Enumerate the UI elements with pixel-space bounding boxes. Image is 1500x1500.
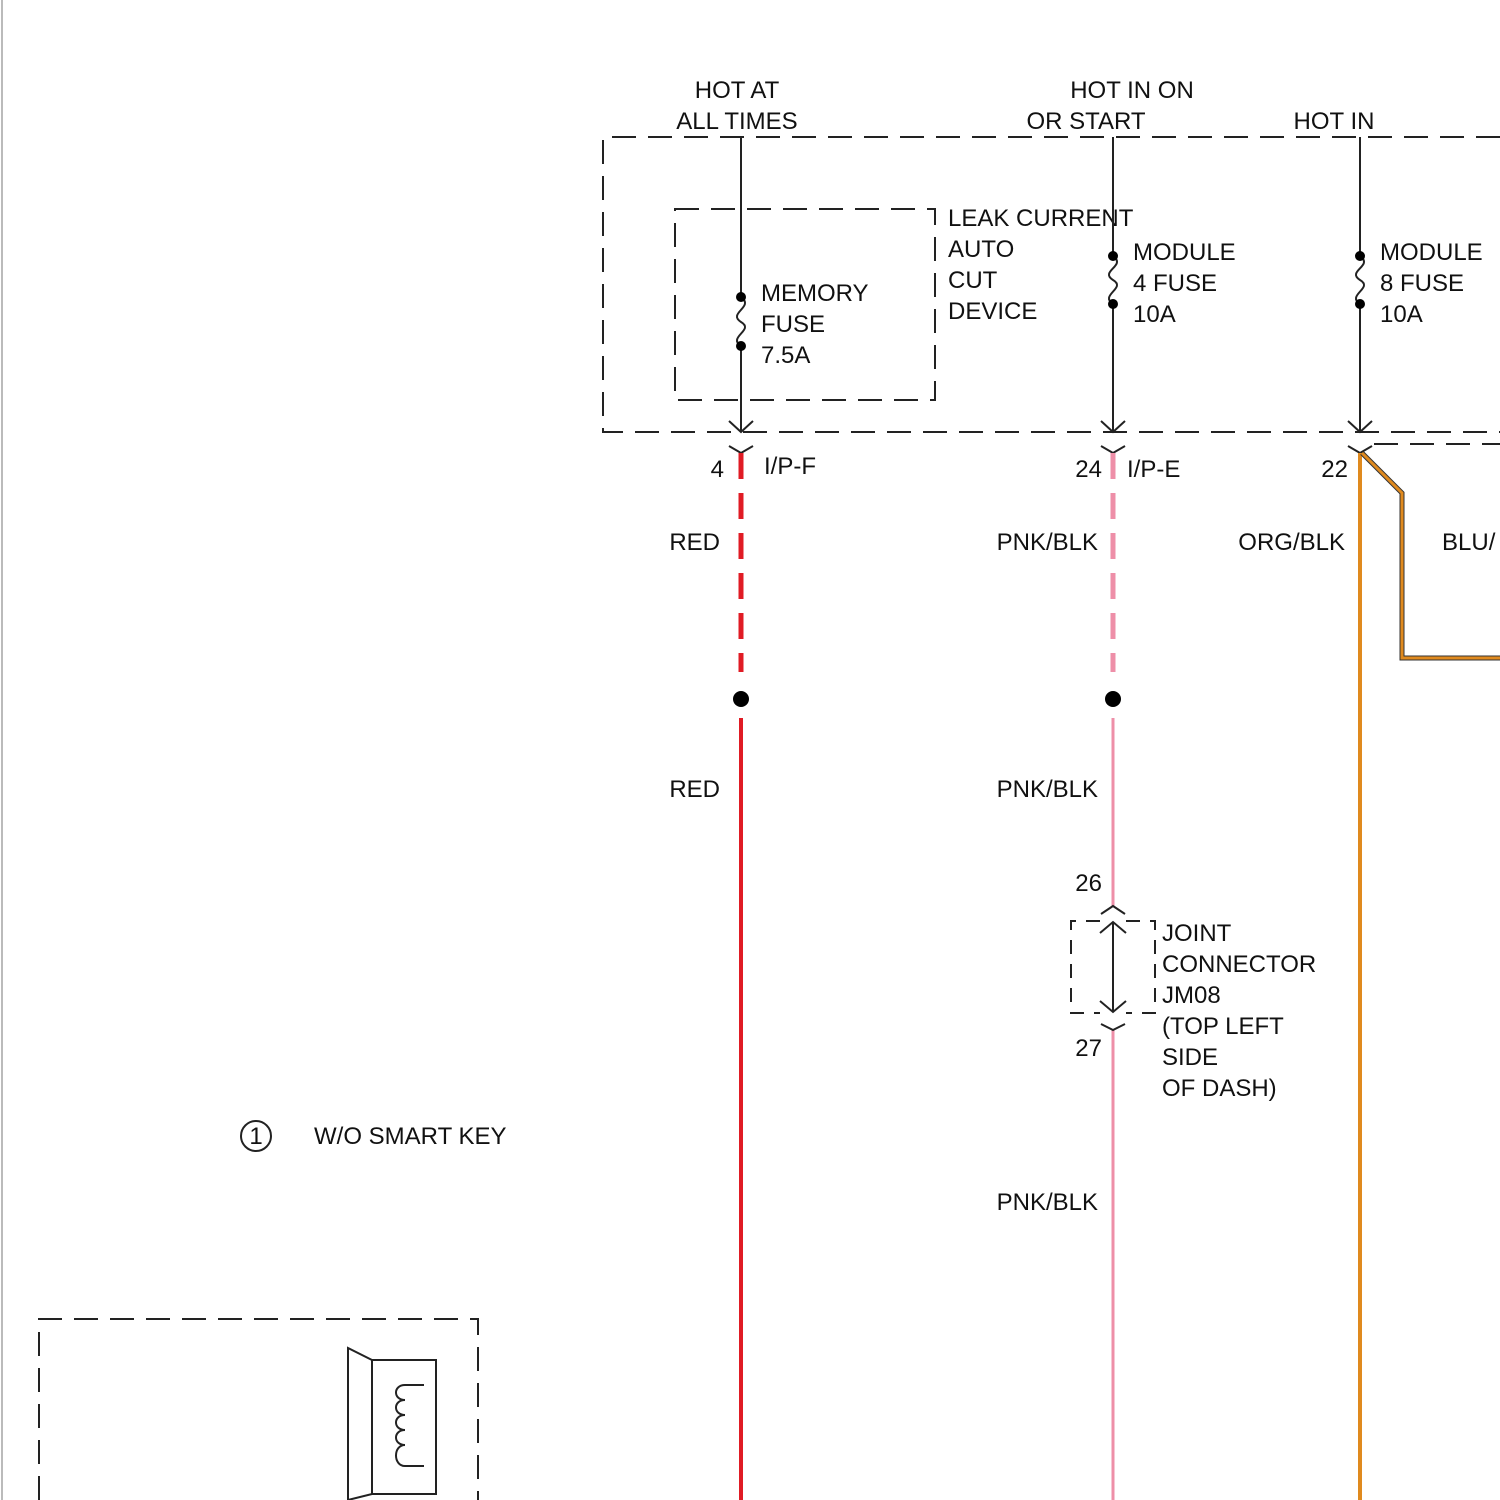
svg-text:FUSE: FUSE (761, 311, 825, 338)
connector-pin-26: 26 (1075, 870, 1102, 897)
feed-label-hot-in: HOT IN (1294, 108, 1375, 135)
module-8-fuse (1348, 137, 1372, 453)
module-4-fuse (1101, 137, 1125, 453)
svg-text:MODULE: MODULE (1380, 239, 1483, 266)
module-4-fuse-label: MODULE 4 FUSE 10A (1133, 239, 1236, 328)
module-8-fuse-label: MODULE 8 FUSE 10A (1380, 239, 1483, 328)
svg-text:CONNECTOR: CONNECTOR (1162, 951, 1316, 978)
joint-connector-label: JOINT CONNECTOR JM08 (TOP LEFT SIDE OF D… (1162, 920, 1316, 1102)
component-frame (39, 1319, 478, 1500)
svg-text:JM08: JM08 (1162, 982, 1221, 1009)
svg-text:JOINT: JOINT (1162, 920, 1232, 947)
connector-pin-27: 27 (1075, 1035, 1102, 1062)
svg-text:CUT: CUT (948, 267, 998, 294)
svg-text:MEMORY: MEMORY (761, 280, 869, 307)
svg-text:LEAK CURRENT: LEAK CURRENT (948, 205, 1134, 232)
splice-point-red (733, 691, 749, 707)
svg-text:OR START: OR START (1026, 108, 1145, 135)
connector-pin-4: 4 (711, 456, 724, 483)
svg-text:ALL TIMES: ALL TIMES (676, 108, 797, 135)
wire-label-pnk-blk-upper: PNK/BLK (997, 529, 1098, 556)
svg-text:AUTO: AUTO (948, 236, 1014, 263)
connector-ipe-label: I/P-E (1127, 456, 1180, 483)
coil-icon (348, 1348, 436, 1500)
connector-pin-22: 22 (1321, 456, 1348, 483)
svg-text:HOT IN: HOT IN (1294, 108, 1375, 135)
connector-pin-24: 24 (1075, 456, 1102, 483)
wire-label-blu: BLU/ (1442, 529, 1496, 556)
wire-label-red-lower: RED (669, 776, 720, 803)
svg-text:(TOP LEFT: (TOP LEFT (1162, 1013, 1284, 1040)
note-text: W/O SMART KEY (314, 1123, 506, 1150)
svg-text:OF DASH): OF DASH) (1162, 1075, 1277, 1102)
svg-text:MODULE: MODULE (1133, 239, 1236, 266)
wire-label-org-blk: ORG/BLK (1238, 529, 1345, 556)
svg-text:8 FUSE: 8 FUSE (1380, 270, 1464, 297)
svg-text:HOT AT: HOT AT (695, 77, 780, 104)
note-marker: 1 (241, 1121, 271, 1151)
memory-fuse (729, 137, 753, 453)
fuse-box-frame (603, 137, 1500, 432)
wire-label-red-upper: RED (669, 529, 720, 556)
joint-connector-jm08 (1071, 906, 1155, 1030)
memory-fuse-label: MEMORY FUSE 7.5A (761, 280, 869, 369)
svg-text:DEVICE: DEVICE (948, 298, 1037, 325)
svg-text:4 FUSE: 4 FUSE (1133, 270, 1217, 297)
svg-text:10A: 10A (1133, 301, 1176, 328)
svg-text:HOT IN ON: HOT IN ON (1070, 77, 1194, 104)
svg-text:SIDE: SIDE (1162, 1044, 1218, 1071)
leak-current-device-label: LEAK CURRENT AUTO CUT DEVICE (948, 205, 1134, 325)
svg-text:10A: 10A (1380, 301, 1423, 328)
splice-point-pnk-blk (1105, 691, 1121, 707)
connector-ipf-label: I/P-F (764, 453, 816, 480)
feed-label-hot-at-all-times: HOT AT ALL TIMES (676, 77, 797, 135)
wire-label-pnk-blk-lower: PNK/BLK (997, 1189, 1098, 1216)
feed-label-hot-in-on-or-start: HOT IN ON OR START (1026, 77, 1193, 135)
wire-label-pnk-blk-mid: PNK/BLK (997, 776, 1098, 803)
svg-text:1: 1 (249, 1123, 262, 1150)
svg-text:7.5A: 7.5A (761, 342, 810, 369)
